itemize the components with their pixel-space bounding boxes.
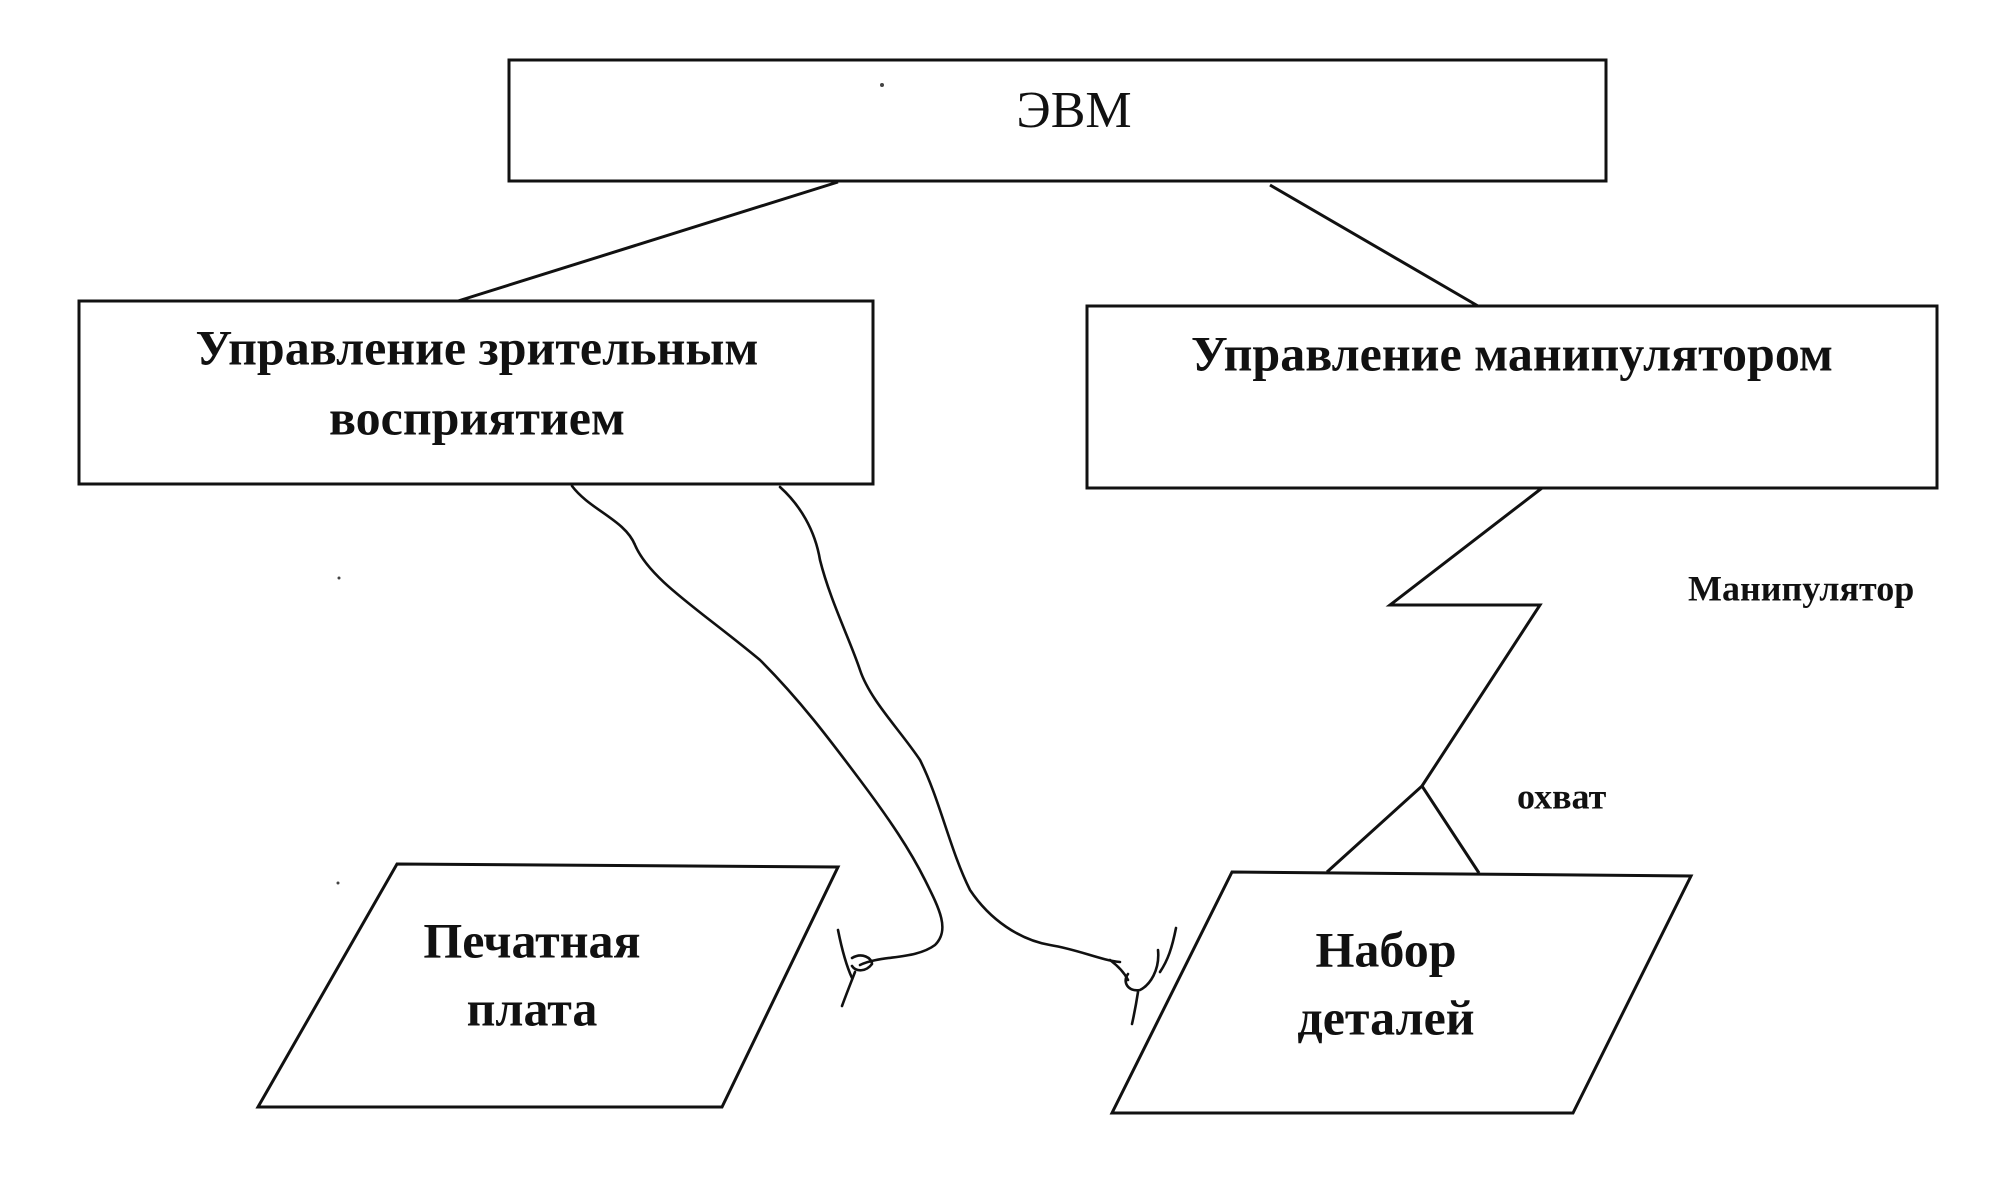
- grip-annotation: охват: [1517, 776, 1607, 816]
- camera-cable-right: [778, 485, 1122, 964]
- circuit-board-node: Печатная плата: [255, 862, 841, 1109]
- computer-label: ЭВМ: [1016, 82, 1131, 139]
- circuit-board-label-line-2: плата: [467, 980, 598, 1036]
- vision-control-box: [77, 299, 875, 486]
- link-computer-to-manipulator: [1269, 183, 1479, 308]
- parts-set-shape: [1109, 870, 1694, 1115]
- vision-control-label-line-1: Управление зрительным: [196, 319, 759, 375]
- camera-left-icon: [836, 928, 874, 1008]
- camera-right-icon: [1108, 926, 1178, 1026]
- gripper-icon: [1325, 783, 1481, 874]
- manipulator-arm: [1325, 486, 1543, 874]
- computer-node: ЭВМ: [507, 58, 1608, 183]
- manipulator-arm-line: [1385, 486, 1543, 787]
- computer-box: [507, 58, 1608, 183]
- scan-speck: [337, 576, 341, 580]
- camera-cable-left: [570, 484, 944, 967]
- link-computer-to-vision: [457, 180, 839, 303]
- manipulator-control-box: [1085, 304, 1939, 490]
- parts-set-label-line-1: Набор: [1315, 921, 1456, 977]
- circuit-board-label-line-1: Печатная: [423, 912, 640, 968]
- scan-speck: [336, 881, 340, 885]
- manipulator-control-label: Управление манипулятором: [1191, 325, 1833, 381]
- parts-set-node: Набор деталей: [1109, 870, 1694, 1115]
- scan-speck: [880, 83, 884, 87]
- circuit-board-shape: [255, 862, 841, 1109]
- vision-control-node: Управление зрительным восприятием: [77, 299, 875, 486]
- manipulator-annotation: Манипулятор: [1688, 568, 1914, 608]
- vision-control-label-line-2: восприятием: [329, 389, 625, 445]
- manipulator-control-node: Управление манипулятором: [1085, 304, 1939, 490]
- parts-set-label-line-2: деталей: [1297, 989, 1474, 1045]
